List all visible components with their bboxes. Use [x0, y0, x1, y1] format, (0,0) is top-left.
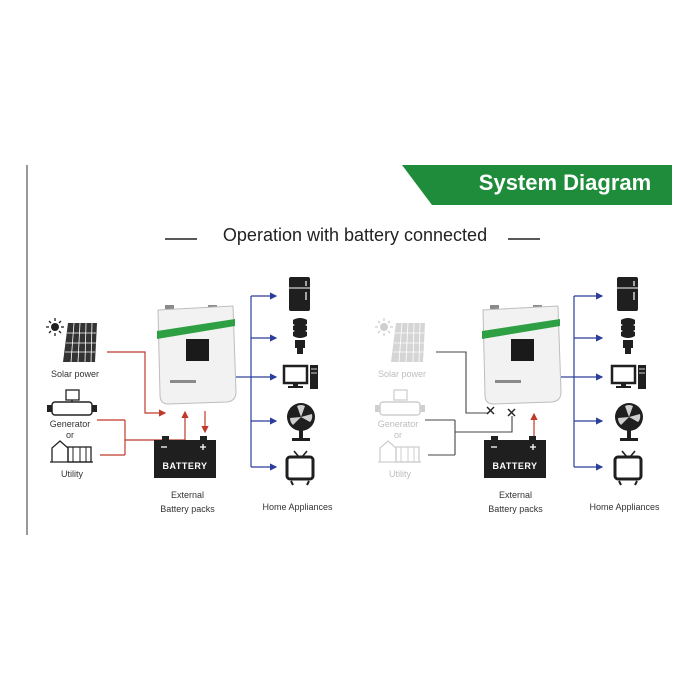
fridge-icon	[289, 277, 310, 311]
battery-caption-line2: Battery packs	[488, 504, 543, 514]
bulb-icon	[293, 318, 307, 354]
generator-icon	[47, 389, 97, 416]
appliances-caption: Home Appliances	[262, 502, 333, 512]
computer-icon	[610, 364, 646, 389]
battery-caption-line1: External	[498, 490, 533, 500]
panel-left	[46, 277, 318, 486]
solar-panel-icon	[391, 322, 425, 363]
battery-caption-line2: Battery packs	[160, 504, 215, 514]
fan-icon	[615, 403, 643, 441]
inverter-icon	[157, 305, 237, 405]
generator-label: Generator	[49, 419, 91, 429]
disconnect-mark	[486, 406, 495, 415]
battery-caption-line1: External	[170, 490, 205, 500]
battery-label: BATTERY	[492, 461, 538, 471]
tv-icon	[285, 450, 315, 486]
battery-icon	[154, 436, 216, 478]
bulb-icon	[621, 318, 635, 354]
or-label: or	[393, 430, 402, 440]
page-title: System Diagram	[478, 170, 652, 195]
diagram-heading: Operation with battery connected	[222, 225, 488, 245]
panel-right	[375, 277, 646, 486]
utility-label: Utility	[61, 469, 83, 479]
sun-icon	[375, 318, 393, 336]
solar-panel-icon	[63, 322, 97, 363]
fan-icon	[287, 403, 315, 441]
computer-icon	[282, 364, 318, 389]
generator-icon	[375, 389, 425, 416]
solar-power-label: Solar power	[50, 369, 100, 379]
solar-power-label: Solar power	[377, 369, 427, 379]
generator-label: Generator	[377, 419, 419, 429]
utility-label: Utility	[389, 469, 411, 479]
appliances-caption: Home Appliances	[589, 502, 660, 512]
house-icon	[378, 440, 421, 463]
house-icon	[50, 440, 93, 463]
title-banner	[402, 165, 672, 205]
battery-label: BATTERY	[162, 461, 208, 471]
inverter-icon	[482, 305, 562, 405]
battery-icon	[484, 436, 546, 478]
sun-icon	[46, 318, 64, 336]
disconnect-mark	[507, 408, 516, 417]
fridge-icon	[617, 277, 638, 311]
tv-icon	[613, 450, 643, 486]
or-label: or	[65, 430, 74, 440]
